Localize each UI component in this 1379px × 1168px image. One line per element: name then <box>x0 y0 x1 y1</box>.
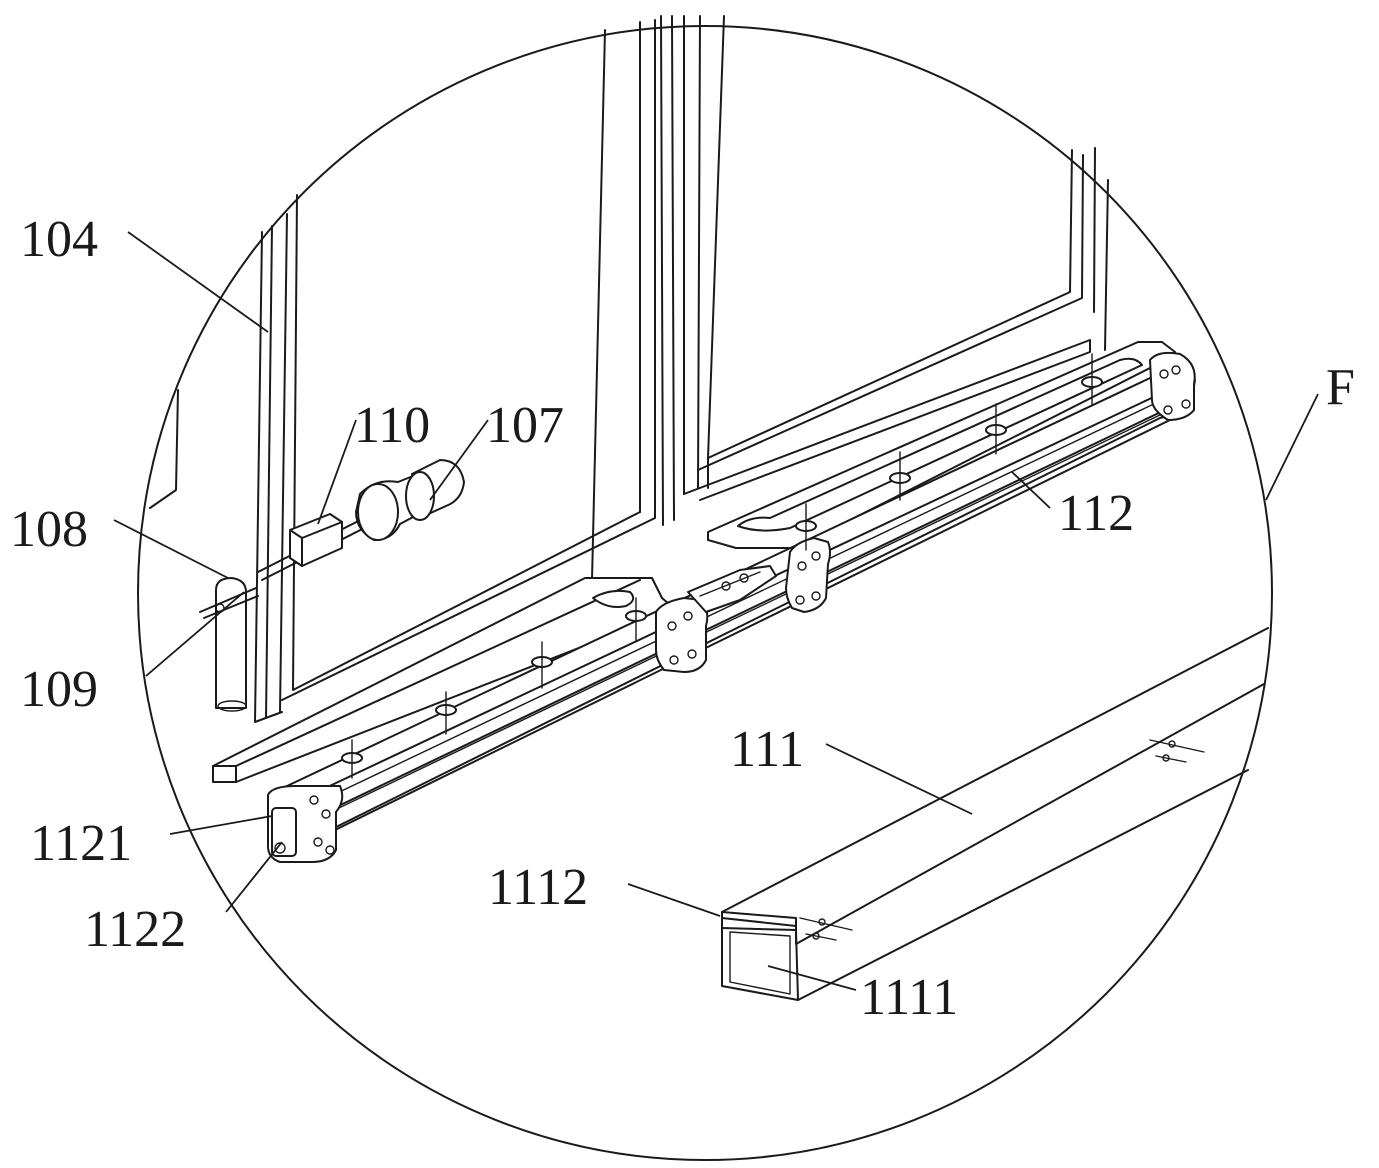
detail-circle <box>137 25 1273 1161</box>
label-112: 112 <box>1058 485 1134 542</box>
door-frame-104 <box>254 15 675 723</box>
carriage-middle-left <box>655 597 709 673</box>
label-111: 111 <box>730 721 804 778</box>
view-label-F: F <box>1326 359 1355 416</box>
carriage-middle-right <box>785 537 831 613</box>
door-frame-right <box>683 15 1109 501</box>
reference-labels: 104 110 107 108 109 112 F 111 1121 1122 … <box>10 211 1355 1026</box>
label-109: 109 <box>20 661 98 718</box>
label-1121: 1121 <box>30 815 132 872</box>
motor-107 <box>257 459 465 581</box>
rail-end-bracket-right <box>1149 351 1196 421</box>
rollers <box>341 353 1103 779</box>
label-1111: 1111 <box>860 969 958 1026</box>
label-1112: 1112 <box>488 859 588 916</box>
bottom-plate-left <box>212 577 677 783</box>
center-coupler <box>687 565 777 613</box>
label-107: 107 <box>486 397 564 454</box>
rail-end-bracket-left <box>267 785 344 863</box>
bottom-plate-right <box>707 341 1176 549</box>
label-108: 108 <box>10 501 88 558</box>
label-110: 110 <box>354 397 430 454</box>
label-1122: 1122 <box>84 901 186 958</box>
profile-bar-111 <box>721 627 1269 1001</box>
side-post <box>199 577 259 712</box>
label-104: 104 <box>20 211 98 268</box>
background-wall <box>149 389 179 509</box>
leader-lines <box>113 231 1319 991</box>
